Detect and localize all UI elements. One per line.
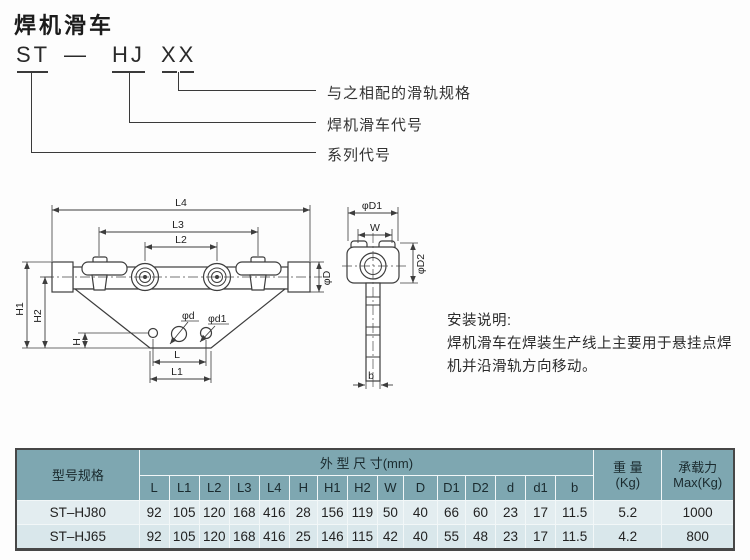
front-view-drawing: L4 L3 L2 H1 H2 H L L1 φd φd1 — [14, 197, 333, 383]
col-header-L: L — [138, 474, 170, 501]
leader-phi-d — [169, 321, 189, 345]
col-header-H2: H2 — [346, 474, 378, 501]
legend-rail-spec: 与之相配的滑轨规格 — [327, 85, 472, 102]
right-guide-roller — [235, 261, 282, 276]
right-roller-stem — [249, 274, 267, 291]
col-header-L4: L4 — [258, 474, 290, 501]
col-header-D2: D2 — [464, 474, 497, 501]
page-title: 焊机滑车 — [14, 13, 115, 38]
weight-cell: 4.2 — [593, 523, 663, 550]
underline-spec-1 — [162, 71, 177, 73]
model-cell: ST–HJ80 — [15, 499, 140, 525]
leader-code-v — [129, 72, 130, 122]
dim-label-phi-d: φd — [182, 310, 195, 322]
leader-spec-v — [178, 72, 179, 90]
col-header-L2: L2 — [198, 474, 230, 501]
install-note-body: 焊机滑车在焊装生产线上主要用于悬挂点焊机并沿滑轨方向移动。 — [447, 336, 732, 375]
col-header-capacity: 承载力 Max(Kg) — [661, 448, 735, 501]
col-header-model: 型号规格 — [15, 448, 140, 501]
leader-series-v — [31, 72, 32, 152]
col-header-b: b — [555, 474, 595, 501]
col-header-d1: d1 — [525, 474, 557, 501]
dim-label-phi-D: φD — [321, 270, 333, 285]
col-header-L1: L1 — [168, 474, 200, 501]
dim-label-phi-D1: φD1 — [362, 200, 382, 212]
left-roller-stem — [91, 274, 108, 291]
underline-spec-2 — [180, 71, 194, 73]
plate-hole-small — [147, 327, 159, 339]
col-header-H: H — [288, 474, 318, 501]
model-code: HJ — [112, 42, 145, 67]
dim-label-W: W — [370, 222, 380, 234]
capacity-cell: 1000 — [661, 499, 735, 525]
dim-label-L: L — [174, 349, 180, 361]
model-series: ST — [16, 42, 51, 67]
col-header-D1: D1 — [436, 474, 466, 501]
table-row: ST–HJ65 92 105 120 168 416 25 146 115 42… — [15, 523, 735, 550]
dim-label-L3: L3 — [172, 219, 184, 231]
legend-trolley-code: 焊机滑车代号 — [327, 117, 424, 134]
spec-table: 型号规格 外 型 尺 寸(mm) 重 量 (Kg) 承载力 Max(Kg) L … — [15, 448, 735, 551]
dim-label-L2: L2 — [175, 234, 187, 246]
dim-label-phi-D2: φD2 — [415, 254, 427, 274]
leader-phi-d1 — [199, 325, 216, 343]
weight-cell: 5.2 — [593, 499, 663, 525]
col-header-weight: 重 量 (Kg) — [593, 448, 663, 501]
col-header-H1: H1 — [316, 474, 348, 501]
model-dash: — — [64, 42, 86, 67]
col-header-L3: L3 — [228, 474, 260, 501]
dim-label-L1: L1 — [171, 366, 183, 378]
leader-code-h — [129, 122, 316, 123]
col-header-W: W — [376, 474, 404, 501]
table-row: ST–HJ80 92 105 120 168 416 28 156 119 50… — [15, 499, 735, 525]
legend-series-code: 系列代号 — [327, 147, 392, 164]
left-guide-roller — [81, 261, 128, 276]
dim-label-phi-d1: φd1 — [208, 313, 227, 325]
underline-series — [17, 71, 48, 73]
leader-spec-h — [178, 90, 316, 91]
col-header-dims-group: 外 型 尺 寸(mm) — [138, 448, 595, 476]
technical-drawing: L4 L3 L2 H1 H2 H L L1 φd φd1 — [14, 197, 427, 390]
dim-label-H1: H1 — [14, 302, 26, 316]
model-spec: XX — [161, 42, 197, 67]
col-header-d: d — [494, 474, 527, 501]
dim-label-H2: H2 — [32, 309, 44, 323]
dim-label-b: b — [368, 370, 374, 382]
plate-hole-d1 — [199, 326, 213, 340]
dim-label-L4: L4 — [175, 197, 187, 209]
side-view-drawing: φD1 W φD2 b — [342, 200, 427, 390]
leader-series-h — [31, 152, 316, 153]
install-note-heading: 安装说明: — [447, 313, 512, 329]
dim-label-H: H — [71, 338, 83, 346]
capacity-cell: 800 — [661, 523, 735, 550]
underline-code — [112, 71, 145, 73]
model-cell: ST–HJ65 — [15, 523, 140, 550]
col-header-D: D — [402, 474, 438, 501]
install-note: 安装说明: 焊机滑车在焊装生产线上主要用于悬挂点焊机并沿滑轨方向移动。 — [447, 310, 743, 379]
